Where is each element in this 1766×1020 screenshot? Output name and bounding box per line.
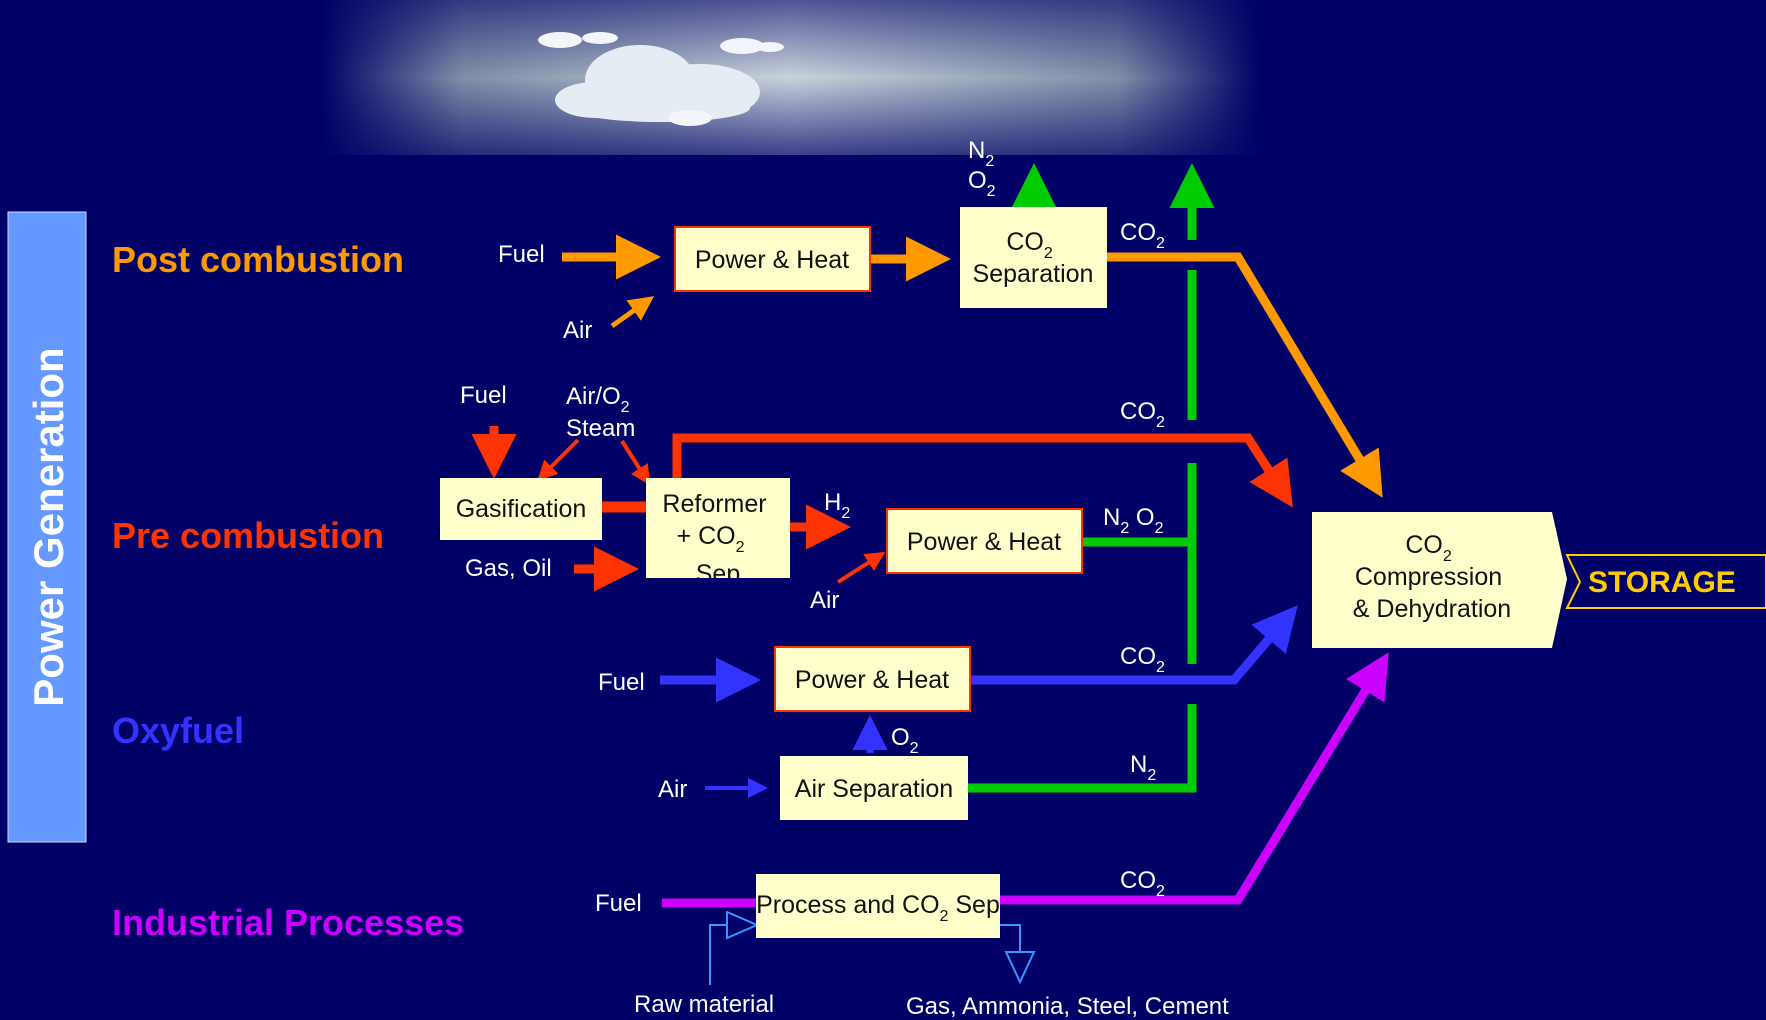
process-sep: Sep (948, 891, 999, 919)
reformer-line1: Reformer (662, 490, 766, 518)
industrial-processes-label: Industrial Processes (112, 902, 464, 943)
fuel-ind-label: Fuel (595, 890, 642, 917)
sky-panel (320, 0, 1260, 155)
storage-box: STORAGE (1565, 554, 1766, 609)
raw-material-label: Raw material (634, 991, 774, 1018)
industrial-flows (662, 652, 1389, 908)
reformer-box: Reformer + CO2 Sep (646, 478, 790, 588)
svg-text:N2 O2: N2 O2 (1103, 504, 1164, 537)
oxyfuel-label: Oxyfuel (112, 710, 244, 751)
fuel-pre-label: Fuel (460, 382, 507, 409)
post-power-heat-box: Power & Heat (674, 226, 871, 292)
power-generation-panel: Power Generation (7, 211, 87, 843)
fuel-post-label: Fuel (498, 241, 545, 268)
o2-pre-sub: 2 (1155, 520, 1164, 537)
o2-top-label: O (968, 167, 987, 194)
products-label: Gas, Ammonia, Steel, Cement (906, 993, 1229, 1020)
post-combustion-label: Post combustion (112, 239, 404, 280)
o2-oxy-label: O (891, 724, 910, 751)
co2-pre-sub: 2 (1156, 414, 1165, 431)
air-oxy-label: Air (658, 776, 687, 803)
o2-oxy-sub: 2 (910, 740, 919, 757)
o2-pre-label: O (1129, 504, 1154, 531)
co2-ind-sub: 2 (1156, 883, 1165, 900)
n2-oxy-sub: 2 (1147, 767, 1156, 784)
fuel-oxy-label: Fuel (598, 669, 645, 696)
pre-power-heat-label: Power & Heat (907, 528, 1061, 556)
svg-text:O2: O2 (891, 724, 919, 757)
svg-text:Process and CO2 Sep: Process and CO2 Sep (756, 891, 1000, 925)
n2-oxy-label: N (1130, 751, 1147, 778)
product-flow (1000, 924, 1036, 985)
air-separation-box: Air Separation (780, 756, 968, 820)
co2-compression-box: CO2 Compression & Dehydration (1312, 512, 1567, 648)
co2-pre-label: CO (1120, 398, 1156, 425)
svg-text:CO2: CO2 (1120, 219, 1165, 252)
compression-line2: Compression (1355, 563, 1502, 591)
co2-sep-sub: 2 (1044, 245, 1053, 262)
svg-text:H2: H2 (824, 489, 850, 522)
air-o2-sub: 2 (621, 399, 630, 416)
co2-ind-label: CO (1120, 867, 1156, 894)
small-cloud-icon (538, 32, 784, 126)
h2-label: H (824, 489, 841, 516)
co2-post-label: CO (1120, 219, 1156, 246)
post-power-heat-label: Power & Heat (695, 246, 849, 274)
compression-co: CO (1405, 531, 1443, 559)
oxy-power-heat-box: Power & Heat (774, 646, 971, 712)
svg-text:Air/O2 Steam: Air/O2 Steam (566, 383, 636, 442)
pre-combustion-flows (471, 426, 1293, 592)
process-label: Process and CO (756, 891, 939, 919)
n2-pre-sub: 2 (1120, 520, 1129, 537)
pre-combustion-label: Pre combustion (112, 515, 384, 556)
svg-text:CO2 Compression &: CO2 Compression & Dehydration (1353, 531, 1511, 623)
svg-text:CO2: CO2 (1120, 398, 1165, 431)
svg-text:N2 O2: N2 O2 (968, 137, 1001, 200)
reformer-line2: + CO (677, 522, 736, 550)
gas-oil-label: Gas, Oil (465, 555, 552, 582)
pre-power-heat-box: Power & Heat (886, 508, 1083, 574)
gasification-box: Gasification (440, 478, 602, 540)
h2-sub: 2 (841, 505, 850, 522)
storage-label: STORAGE (1588, 566, 1736, 599)
n2-top-sub: 2 (985, 153, 994, 170)
air-o2-label: Air/O (566, 383, 621, 410)
green-flows (968, 163, 1215, 793)
air-separation-label: Air Separation (795, 775, 953, 803)
n2-top-label: N (968, 137, 985, 164)
co2-separation-box: CO2 Separation (960, 207, 1107, 308)
svg-text:CO2: CO2 (1120, 867, 1165, 900)
power-generation-label: Power Generation (25, 347, 72, 706)
reformer-sub: 2 (736, 539, 745, 556)
steam-label: Steam (566, 415, 635, 442)
co2-sep-separation: Separation (973, 260, 1094, 288)
svg-text:Reformer + CO2: Reformer + CO2 Sep (662, 490, 773, 588)
process-co2-sep-box: Process and CO2 Sep (756, 874, 1000, 938)
co2-post-sub: 2 (1156, 235, 1165, 252)
oxy-power-heat-label: Power & Heat (795, 666, 949, 694)
reformer-line3: Sep (696, 560, 740, 588)
process-sub: 2 (940, 908, 949, 925)
oxyfuel-flows (660, 605, 1298, 798)
compression-line3: & Dehydration (1353, 595, 1511, 623)
post-combustion-flows (562, 234, 1383, 498)
co2-oxy-label: CO (1120, 643, 1156, 670)
cloud-icon (555, 45, 760, 122)
co2-sep-co: CO (1006, 228, 1044, 256)
raw-material-flow (709, 910, 760, 985)
air-pre-label: Air (810, 587, 839, 614)
air-post-label: Air (563, 317, 592, 344)
svg-text:CO2: CO2 (1120, 643, 1165, 676)
gasification-label: Gasification (456, 495, 587, 523)
o2-top-sub: 2 (987, 183, 996, 200)
compression-sub: 2 (1443, 548, 1452, 565)
svg-text:CO2 Separation: CO2 Separation (973, 228, 1094, 288)
co2-oxy-sub: 2 (1156, 659, 1165, 676)
svg-text:N2: N2 (1130, 751, 1156, 784)
n2-pre-label: N (1103, 504, 1120, 531)
